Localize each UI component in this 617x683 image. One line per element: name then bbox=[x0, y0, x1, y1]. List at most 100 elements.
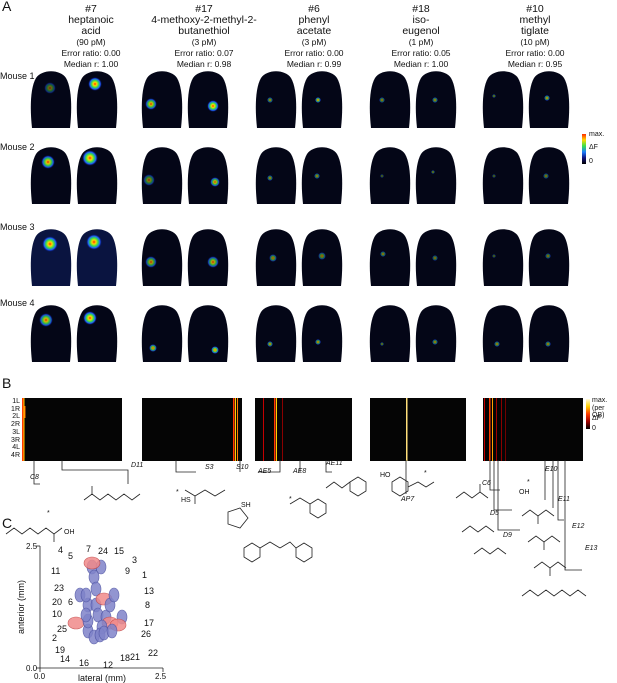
raster-marks bbox=[233, 398, 238, 461]
colorbar-b bbox=[586, 399, 590, 429]
activation-hotspot bbox=[88, 77, 102, 91]
ob-image-pair-r4-c5 bbox=[482, 304, 574, 362]
odor-error-ratio: Error ratio: 0.05 bbox=[391, 48, 451, 58]
activation-hotspot bbox=[544, 95, 550, 101]
compound-label-c8: C8 bbox=[30, 474, 39, 481]
panel-label-b: B bbox=[2, 375, 12, 391]
right-bulb bbox=[301, 147, 343, 204]
glomerulus-blob bbox=[80, 607, 92, 623]
odor-number: #6 bbox=[308, 3, 320, 15]
activation-hotspot bbox=[492, 254, 496, 258]
atom-label-sh: SH bbox=[241, 502, 251, 509]
mouse-label-1: Mouse 1 bbox=[0, 71, 35, 81]
activation-hotspot bbox=[82, 150, 98, 166]
left-bulb bbox=[482, 71, 524, 128]
odor-name-line: phenyl bbox=[298, 14, 330, 26]
panel-label-c: C bbox=[2, 515, 13, 531]
mouse-label-3: Mouse 3 bbox=[0, 222, 35, 232]
activation-hotspot bbox=[269, 254, 277, 262]
odor-number: #17 bbox=[195, 3, 213, 15]
activation-hotspot bbox=[545, 253, 551, 259]
colorbar-a-max: max. bbox=[589, 131, 605, 138]
ob-image bbox=[482, 147, 570, 204]
raster-marks bbox=[484, 398, 506, 461]
ob-image-pair-r1-c2 bbox=[141, 70, 233, 128]
odor-error-ratio: Error ratio: 0.07 bbox=[174, 48, 234, 58]
odor-concentration: (1 pM) bbox=[408, 37, 434, 47]
atom-label-ho: HO bbox=[380, 472, 391, 479]
glomerulus-number: 20 bbox=[52, 597, 63, 607]
left-bulb bbox=[369, 71, 411, 128]
activation-hotspot bbox=[380, 342, 384, 346]
x-axis-title: lateral (mm) bbox=[78, 673, 127, 683]
left-bulb bbox=[482, 305, 524, 362]
glomerulus-blob bbox=[83, 556, 101, 570]
glomerulus-number: 14 bbox=[60, 654, 71, 664]
glomerulus-number: 1 bbox=[142, 570, 148, 580]
odor-concentration: (3 pM) bbox=[301, 37, 327, 47]
odor-error-ratio: Error ratio: 0.00 bbox=[505, 48, 565, 58]
right-bulb bbox=[76, 71, 118, 128]
x-tick-zero: 0.0 bbox=[34, 672, 46, 681]
colorbar-a-zero: 0 bbox=[589, 158, 593, 165]
glomerulus-number: 15 bbox=[114, 546, 125, 556]
left-bulb bbox=[141, 305, 183, 362]
odor-concentration: (10 pM) bbox=[520, 37, 550, 47]
right-bulb bbox=[415, 147, 457, 204]
ob-image-pair-r1-c1 bbox=[30, 70, 122, 128]
ob-image bbox=[482, 229, 570, 286]
glomerulus-number: 26 bbox=[141, 629, 152, 639]
ob-image bbox=[141, 229, 229, 286]
compound-label-c6: C6 bbox=[482, 480, 491, 487]
left-bulb bbox=[369, 305, 411, 362]
activation-hotspot bbox=[41, 155, 55, 169]
glomerulus-number: 18 bbox=[120, 653, 131, 663]
odor-name-line: iso- bbox=[412, 14, 430, 26]
activation-hotspot bbox=[145, 256, 157, 268]
activation-hotspot bbox=[543, 173, 549, 179]
mouse-label-4: Mouse 4 bbox=[0, 298, 35, 308]
glomerulus-number: 19 bbox=[55, 645, 66, 655]
ob-image-pair-r4-c3 bbox=[255, 304, 347, 362]
raster-row-label: 1R bbox=[11, 405, 20, 413]
raster-butanethiol bbox=[142, 398, 242, 461]
raster-marks bbox=[406, 398, 408, 461]
ob-image-pair-r2-c2 bbox=[141, 146, 233, 204]
odor-error-ratio: Error ratio: 0.00 bbox=[284, 48, 344, 58]
compound-label-e13: E13 bbox=[585, 545, 598, 552]
odor-name-line: 4-methoxy-2-methyl-2- bbox=[151, 14, 257, 26]
ob-image-pair-r1-c4 bbox=[369, 70, 461, 128]
ob-image-pair-r1-c3 bbox=[255, 70, 347, 128]
odor-error-ratio: Error ratio: 0.00 bbox=[61, 48, 121, 58]
ob-image bbox=[369, 71, 457, 128]
ob-image-pair-r2-c1 bbox=[30, 146, 122, 204]
activation-hotspot bbox=[83, 311, 97, 325]
left-bulb bbox=[255, 305, 297, 362]
compound-label-ap7: AP7 bbox=[401, 496, 415, 503]
odor-median-r: Median r: 1.00 bbox=[393, 59, 449, 69]
activation-hotspot bbox=[380, 174, 384, 178]
activation-hotspot bbox=[267, 97, 273, 103]
ob-image bbox=[482, 71, 570, 128]
y-tick-max: 2.5 bbox=[26, 542, 38, 551]
activation-hotspot bbox=[318, 252, 326, 260]
raster-marks bbox=[263, 398, 283, 461]
left-bulb bbox=[255, 71, 297, 128]
raster-phenyl-acetate bbox=[255, 398, 352, 461]
odor-median-r: Median r: 0.99 bbox=[286, 59, 342, 69]
ob-image bbox=[255, 147, 343, 204]
ob-image-pair-r1-c5 bbox=[482, 70, 574, 128]
odor-median-r: Median r: 0.95 bbox=[507, 59, 563, 69]
odor-name-line: butanethiol bbox=[178, 25, 230, 37]
ob-image bbox=[141, 71, 229, 128]
raster-heptanoic-acid bbox=[22, 398, 122, 461]
activation-hotspot bbox=[39, 313, 53, 327]
odor-number: #10 bbox=[526, 3, 544, 15]
glomerulus-blob bbox=[80, 587, 92, 603]
left-bulb bbox=[30, 147, 72, 204]
right-bulb bbox=[528, 305, 570, 362]
odor-name-line: acetate bbox=[296, 25, 332, 37]
atom-label-oh-2: OH bbox=[519, 489, 530, 496]
ob-image bbox=[369, 147, 457, 204]
odor-name-line: acid bbox=[81, 25, 101, 37]
